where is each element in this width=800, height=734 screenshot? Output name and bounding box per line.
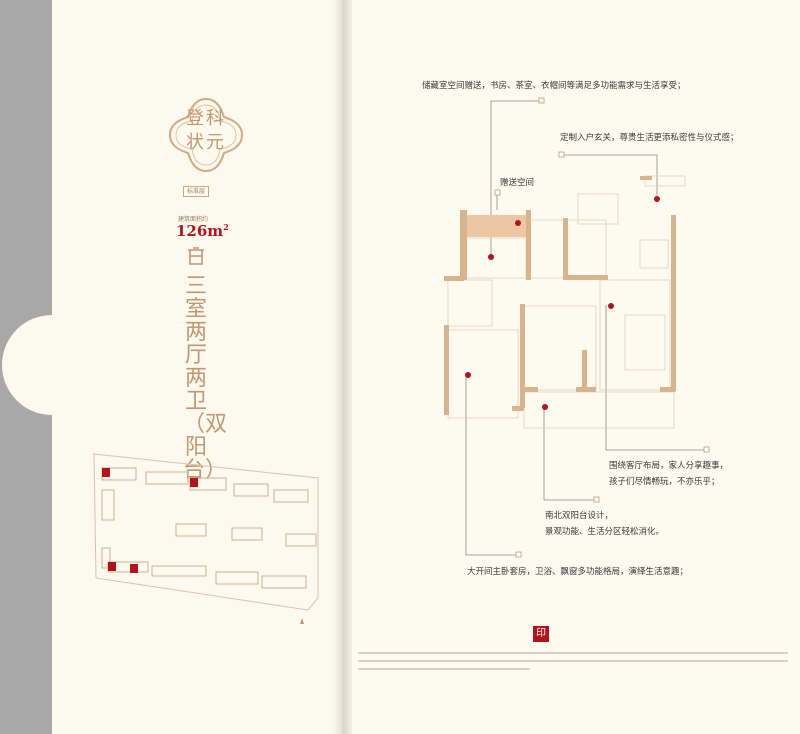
area-number: 126m xyxy=(176,222,224,240)
highlight-units xyxy=(102,468,198,573)
disclaimer-fineprint xyxy=(358,652,788,676)
badge-text: 登科状元 xyxy=(186,108,226,153)
pavilion-icon xyxy=(188,247,204,265)
right-page xyxy=(350,0,800,734)
floor-plan xyxy=(444,175,686,429)
annotation-master-bedroom: 大开间主卧套房，卫浴、飘窗多功能格局，演绎生活意趣； xyxy=(467,567,689,577)
annotation-balcony-2: 景观功能、生活分区轻松消化。 xyxy=(545,527,665,537)
annotation-storage: 储藏室空间赠送，书房、茶室、衣帽间等满足多功能需求与生活享受； xyxy=(422,81,686,91)
badge-frame-icon xyxy=(168,97,244,173)
area-label: 建筑面积约 xyxy=(178,216,209,223)
site-plan xyxy=(93,453,319,624)
annotation-entrance: 定制入户玄关，尊贵生活更添私密性与仪式感； xyxy=(560,133,739,143)
annotation-bonus-space: 赠送空间 xyxy=(500,178,535,188)
annotation-living-1: 围绕客厅布局，家人分享趣事， xyxy=(609,461,729,471)
leader-lines xyxy=(465,97,710,558)
room-markers xyxy=(465,196,660,410)
north-arrow-icon xyxy=(300,618,304,624)
area-unit: 2 xyxy=(223,222,229,232)
floor-tag: 标准层 xyxy=(183,186,209,197)
area-value: 126m2 xyxy=(176,222,229,240)
annotation-living-2: 孩子们尽情畅玩，不亦乐乎； xyxy=(609,477,720,487)
page-fold xyxy=(332,0,352,734)
page-cutout xyxy=(2,315,102,415)
annotation-balcony-1: 南北双阳台设计， xyxy=(545,511,614,521)
seal-stamp: 印 xyxy=(533,626,549,642)
